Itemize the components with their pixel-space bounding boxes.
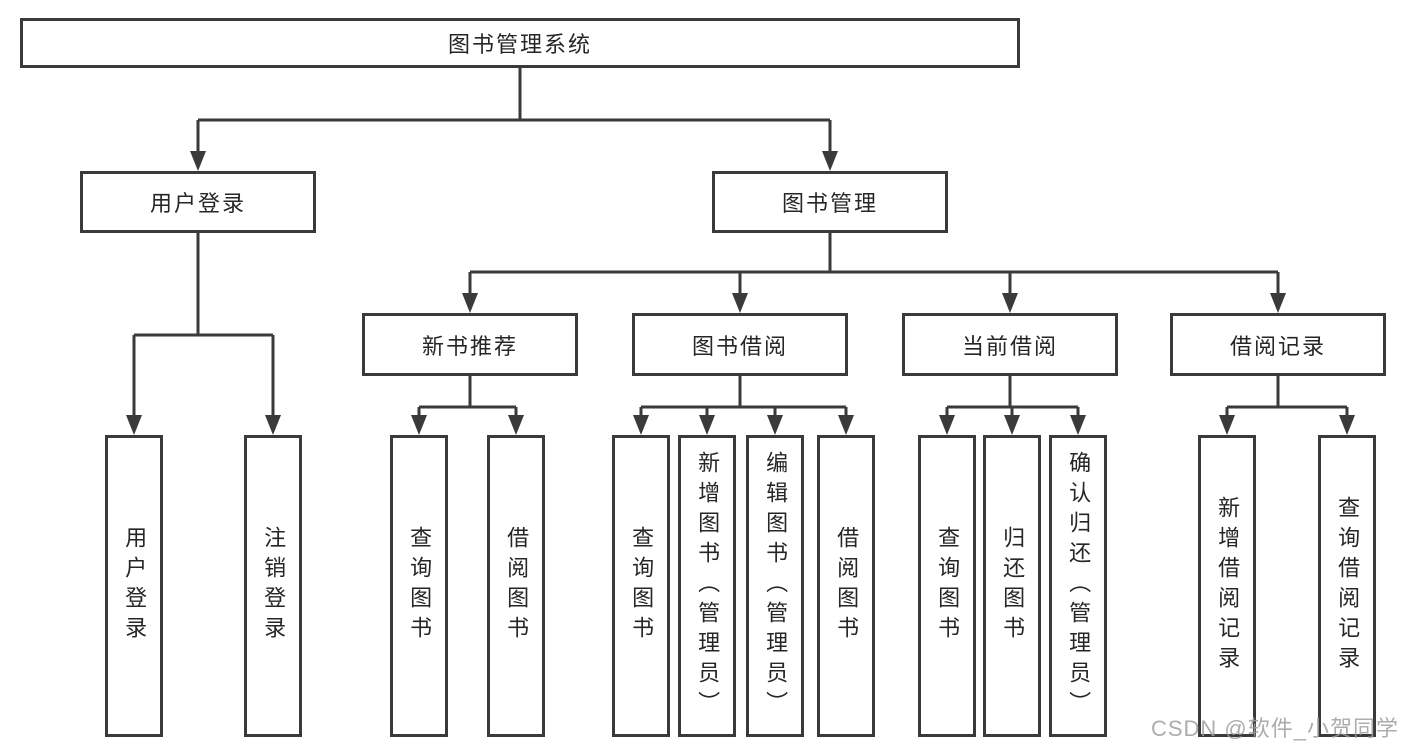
node-book-management: 图书管理: [712, 171, 948, 233]
node-book-borrowing: 图书借阅: [632, 313, 848, 376]
node-new-book-recommend-label: 新书推荐: [421, 333, 518, 359]
node-borrowing-records: 借阅记录: [1170, 313, 1386, 376]
node-current-borrowing-label: 当前借阅: [961, 333, 1058, 359]
node-leaf-borrow-books-recommend-label: 借阅图书: [504, 526, 530, 646]
node-leaf-query-books-current: 查询图书: [918, 435, 976, 737]
node-root: 图书管理系统: [20, 18, 1020, 68]
node-leaf-user-login-label: 用户登录: [122, 526, 148, 646]
node-root-label: 图书管理系统: [447, 32, 592, 57]
node-leaf-edit-books-admin: 编辑图书（管理员）: [746, 435, 804, 737]
node-leaf-add-books-admin: 新增图书（管理员）: [678, 435, 736, 737]
node-leaf-query-books-recommend: 查询图书: [390, 435, 448, 737]
node-book-management-label: 图书管理: [781, 191, 878, 216]
node-leaf-confirm-return-admin-label: 确认归还（管理员）: [1066, 451, 1092, 721]
node-leaf-borrow-books-borrowing-label: 借阅图书: [834, 526, 860, 646]
node-leaf-logout-label: 注销登录: [261, 526, 287, 646]
node-leaf-return-books: 归还图书: [983, 435, 1041, 737]
node-leaf-edit-books-admin-label: 编辑图书（管理员）: [763, 451, 789, 721]
node-leaf-logout: 注销登录: [244, 435, 302, 737]
node-leaf-add-borrow-record: 新增借阅记录: [1198, 435, 1256, 737]
node-leaf-query-books-borrowing: 查询图书: [612, 435, 670, 737]
node-leaf-add-books-admin-label: 新增图书（管理员）: [695, 451, 721, 721]
node-leaf-user-login: 用户登录: [105, 435, 163, 737]
connector-paths: [132, 68, 1349, 417]
node-leaf-borrow-books-recommend: 借阅图书: [487, 435, 545, 737]
node-current-borrowing: 当前借阅: [902, 313, 1118, 376]
node-leaf-query-books-recommend-label: 查询图书: [407, 526, 433, 646]
node-book-borrowing-label: 图书借阅: [691, 333, 788, 359]
node-leaf-query-borrow-record: 查询借阅记录: [1318, 435, 1376, 737]
node-leaf-query-books-current-label: 查询图书: [935, 526, 961, 646]
node-leaf-add-borrow-record-label: 新增借阅记录: [1215, 496, 1241, 676]
node-leaf-query-borrow-record-label: 查询借阅记录: [1335, 496, 1361, 676]
node-leaf-return-books-label: 归还图书: [1000, 526, 1026, 646]
node-user-login: 用户登录: [80, 171, 316, 233]
node-user-login-label: 用户登录: [149, 191, 246, 216]
watermark: CSDN @软件_小贺同学: [1150, 716, 1399, 741]
node-leaf-query-books-borrowing-label: 查询图书: [629, 526, 655, 646]
node-new-book-recommend: 新书推荐: [362, 313, 578, 376]
node-leaf-confirm-return-admin: 确认归还（管理员）: [1049, 435, 1107, 737]
node-leaf-borrow-books-borrowing: 借阅图书: [817, 435, 875, 737]
arrowheads: [126, 151, 1355, 435]
node-borrowing-records-label: 借阅记录: [1229, 333, 1326, 359]
